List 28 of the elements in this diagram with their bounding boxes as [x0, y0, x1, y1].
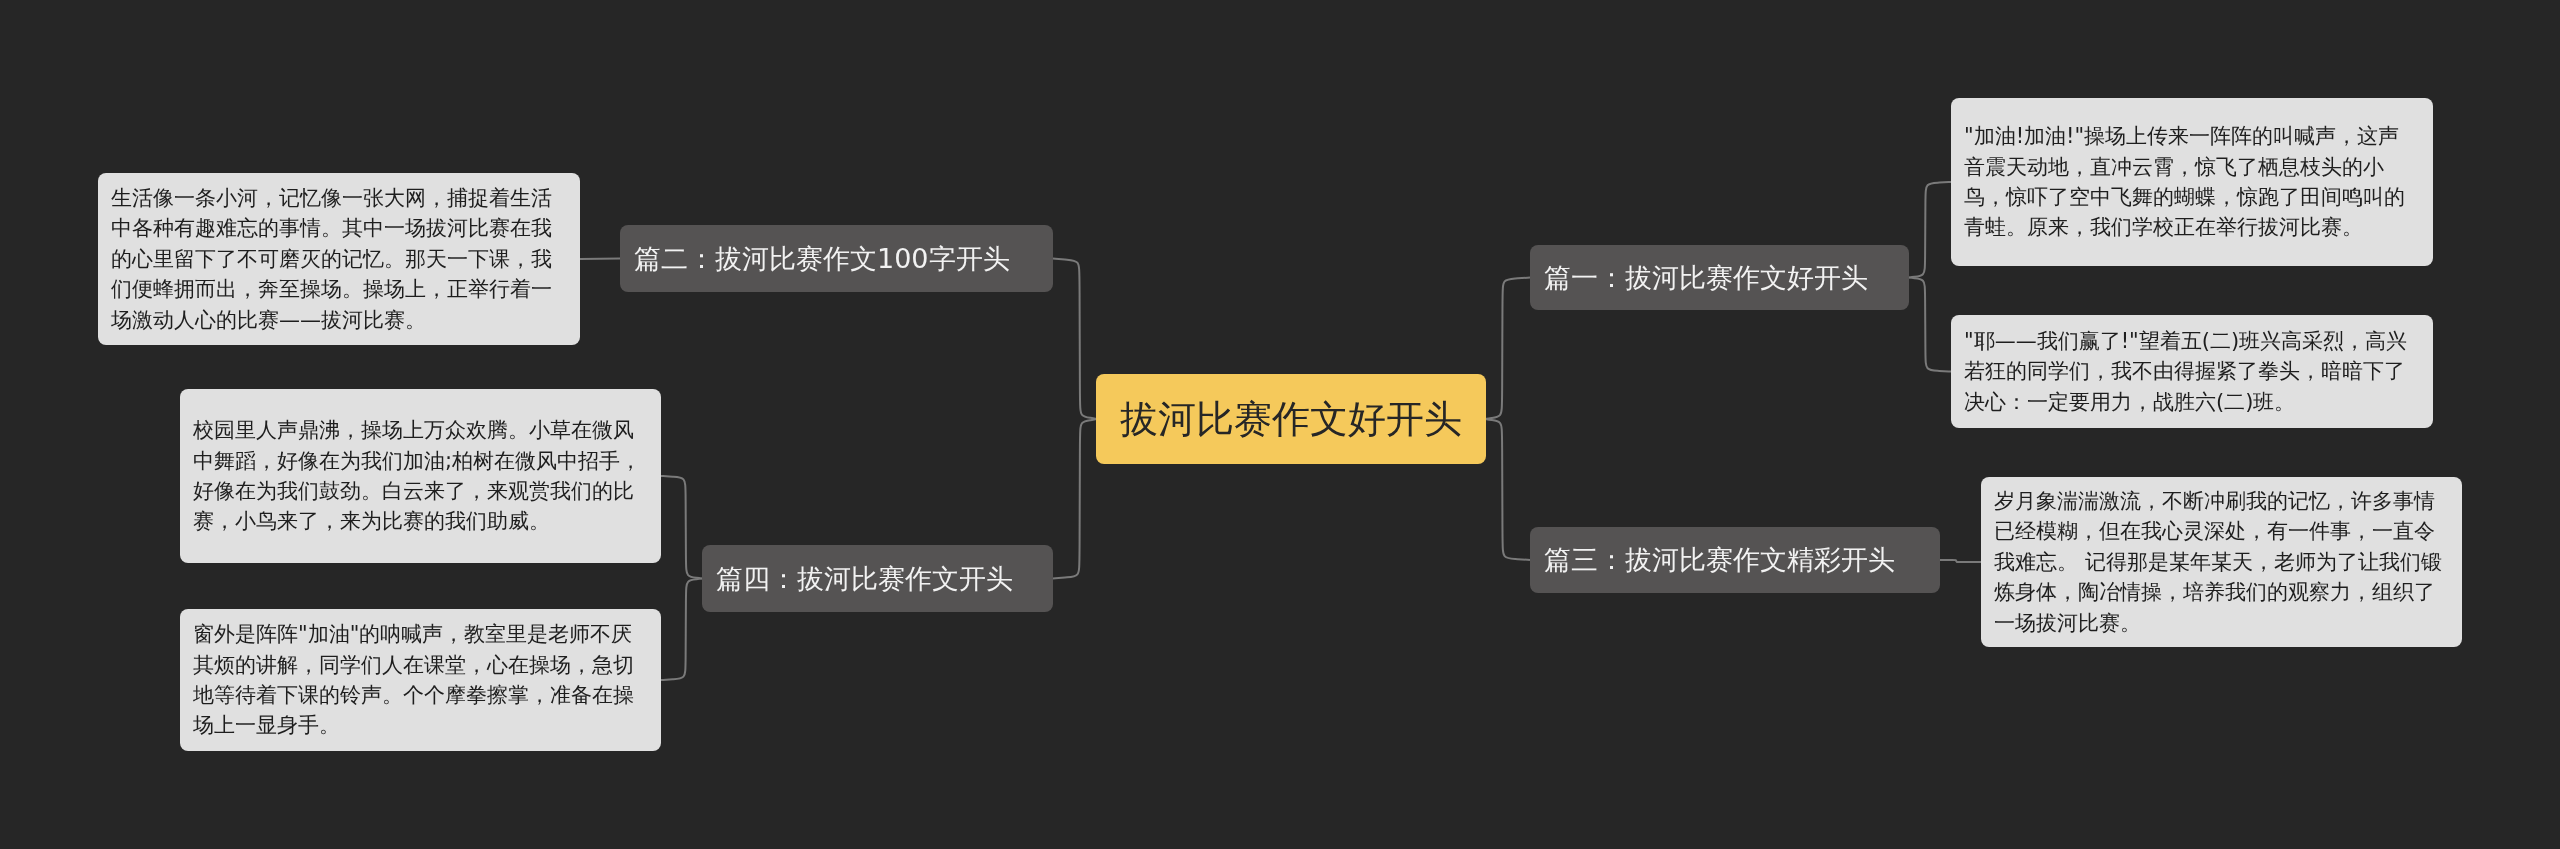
branch-topic — [1530, 245, 1909, 310]
branch-title: 篇四：拔河比赛作文开头 — [716, 561, 1013, 596]
note-card — [98, 173, 580, 345]
connector-line — [1052, 257, 1097, 420]
connector-line — [1485, 418, 1531, 561]
note-text: 生活像一条小河，记忆像一张大网，捕捉着生活中各种有趣难忘的事情。其中一场拔河比赛在我的心里留下了不可磨灭的记忆。那天一下课，我们便蜂拥而出，奔至操场。操场上，正举行着一场激动人心的比赛——拔河比赛。 — [111, 184, 553, 334]
note-card — [1981, 477, 2462, 647]
branch-title: 篇三：拔河比赛作文精彩开头 — [1544, 543, 1895, 577]
connector-line — [1939, 559, 1982, 563]
note-text: "加油!加油!"操场上传来一阵阵的叫喊声，这声音震天动地，直冲云霄，惊飞了栖息枝头的小鸟，惊吓了空中飞舞的蝴蝶，惊跑了田间鸣叫的青蛙。原来，我们学校正在举行拔河比赛。 — [1964, 123, 2406, 242]
branch-topic — [702, 545, 1053, 612]
root-title: 拔河比赛作文好开头 — [1120, 395, 1462, 443]
note-card — [180, 389, 661, 563]
note-text: "耶——我们赢了!"望着五(二)班兴高采烈，高兴若狂的同学们，我不由得握紧了拳头，暗暗下了决心：一定要用力，战胜六(二)班。 — [1964, 327, 2409, 416]
branch-topic — [1530, 527, 1940, 593]
note-text: 窗外是阵阵"加油"的呐喊声，教室里是老师不厌其烦的讲解，同学们人在课堂，心在操场，急切地等待着下课的铃声。个个摩拳擦掌，准备在操场上一显身手。 — [193, 621, 635, 740]
connector-line — [1485, 276, 1531, 420]
note-text: 校园里人声鼎沸，操场上万众欢腾。小草在微风中舞蹈，好像在为我们加油;柏树在微风中招手，好像在为我们鼓劲。白云来了，来观赏我们的比赛，小鸟来了，来为比赛的我们助威。 — [193, 417, 643, 536]
branch-topic — [620, 225, 1053, 292]
note-card — [1951, 315, 2433, 428]
note-text: 岁月象湍湍激流，不断冲刷我的记忆，许多事情已经模糊，但在我心灵深处，有一件事，一直令我难忘。 记得那是某年某天，老师为了让我们锻炼身体，陶冶情操，培养我们的观察力，组织了一场拔河比赛。 — [1994, 487, 2443, 637]
connector-line — [1052, 418, 1097, 580]
root-topic — [1096, 374, 1486, 464]
connector-line — [579, 257, 621, 260]
note-card — [1951, 98, 2433, 266]
branch-title: 篇二：拔河比赛作文100字开头 — [634, 241, 1010, 276]
note-card — [180, 609, 661, 751]
branch-title: 篇一：拔河比赛作文好开头 — [1544, 260, 1868, 295]
